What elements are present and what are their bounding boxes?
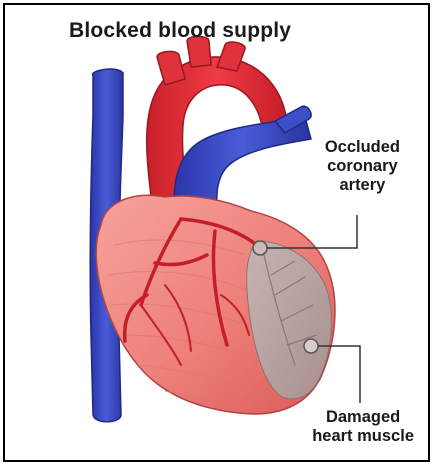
label-line: coronary [325,157,400,176]
diagram-title: Blocked blood supply [69,19,291,43]
damaged-muscle-label: Damaged heart muscle [312,408,414,446]
diagram-frame: Blocked blood supply Occluded coronary a… [3,3,430,462]
occluded-artery-label: Occluded coronary artery [325,138,400,195]
damage-marker [304,339,318,353]
label-line: Damaged [312,408,414,427]
label-line: Occluded [325,138,400,157]
occlusion-marker [253,241,267,255]
label-line: artery [325,176,400,195]
heart-illustration [5,5,428,460]
label-line: heart muscle [312,427,414,446]
aortic-branch-1 [157,51,185,85]
